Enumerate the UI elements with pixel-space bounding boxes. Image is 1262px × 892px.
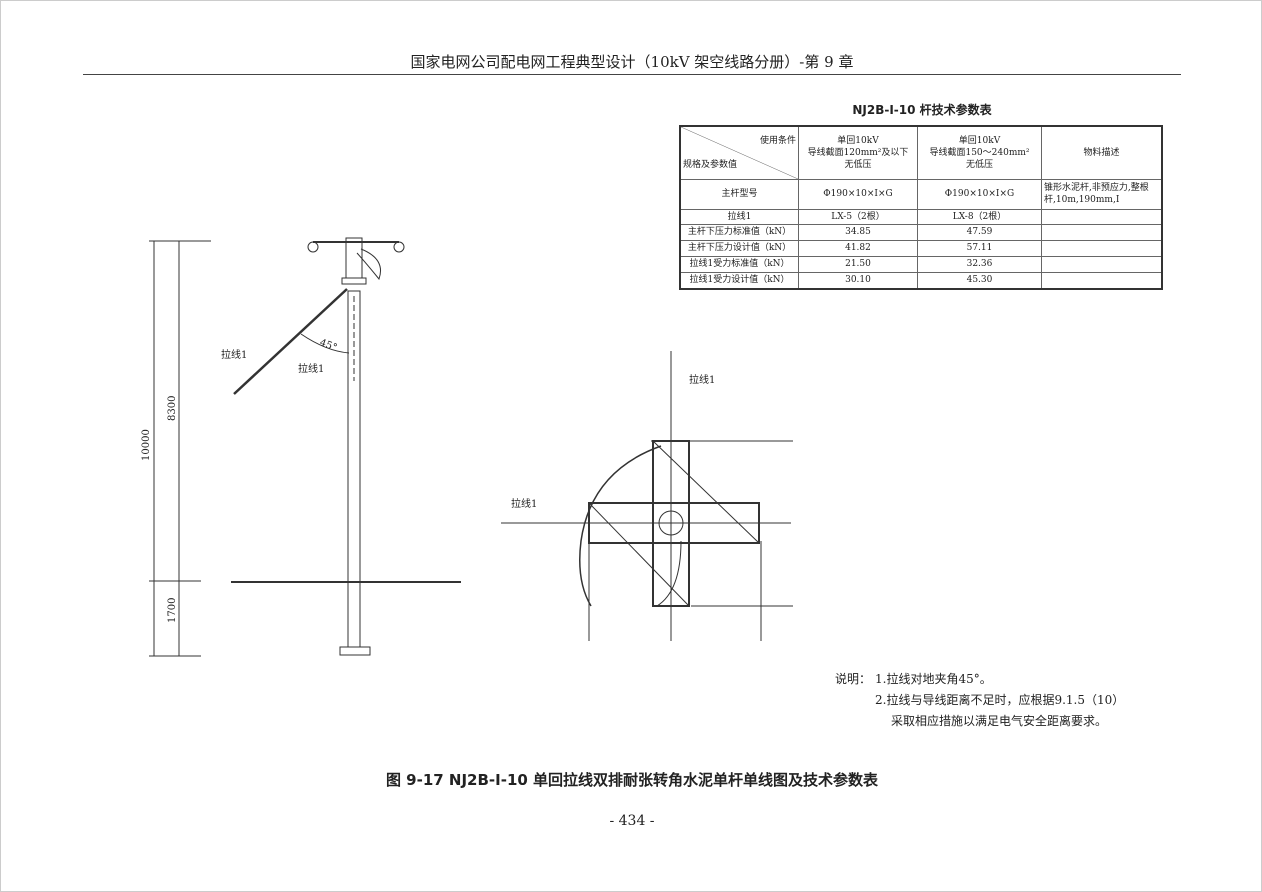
note-2-cont: 采取相应措施以满足电气安全距离要求。 xyxy=(891,714,1108,728)
guy-label: 拉线1 xyxy=(221,348,247,361)
note-2: 2.拉线与导线距离不足时，应根据9.1.5（10） xyxy=(875,693,1125,707)
header-divider xyxy=(83,74,1181,75)
dim-below: 1700 xyxy=(167,598,178,623)
notes-prefix: 说明： xyxy=(835,672,872,686)
guy-label: 拉线1 xyxy=(298,362,324,375)
corner-cell: 使用条件 规格及参数值 xyxy=(679,125,799,180)
table-title: NJ2B-I-10 杆技术参数表 xyxy=(852,103,992,117)
corner-top: 使用条件 xyxy=(759,135,796,146)
dim-total: 10000 xyxy=(141,429,152,461)
note-1: 1.拉线对地夹角45°。 xyxy=(875,672,992,686)
page-number: - 434 - xyxy=(609,813,655,829)
figure-caption: 图 9-17 NJ2B-I-10 单回拉线双排耐张转角水泥单杆单线图及技术参数表 xyxy=(385,771,879,789)
angle-label: 45° xyxy=(318,337,338,353)
guy-label: 拉线1 xyxy=(689,373,715,386)
plan-view xyxy=(501,351,793,641)
dim-above: 8300 xyxy=(167,396,178,421)
elevation-view xyxy=(149,237,461,657)
page-header: 国家电网公司配电网工程典型设计（10kV 架空线路分册）-第 9 章 xyxy=(410,53,854,71)
corner-bottom: 规格及参数值 xyxy=(683,159,738,170)
guy-label: 拉线1 xyxy=(511,497,537,510)
